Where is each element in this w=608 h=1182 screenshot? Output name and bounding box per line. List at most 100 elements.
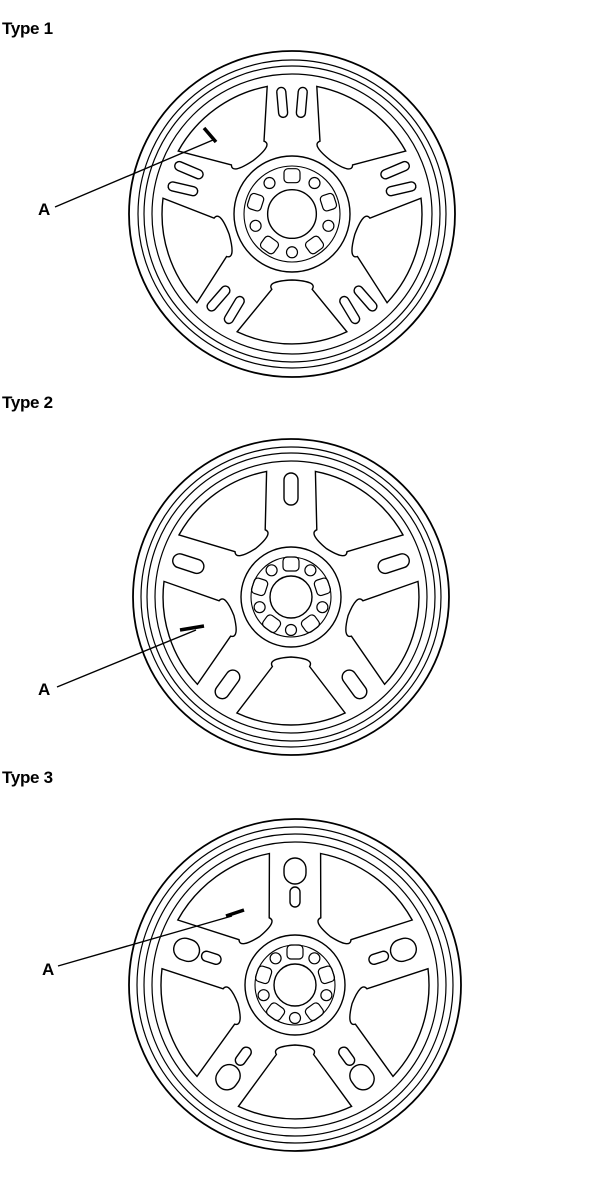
wheel-1-center-bore bbox=[268, 190, 317, 239]
wheel-3-rim-ring bbox=[137, 827, 453, 1143]
wheel-2-spoke-slot bbox=[339, 667, 369, 701]
wheel-3-hub-pocket bbox=[287, 945, 303, 959]
wheel-3-center-bore bbox=[274, 964, 316, 1006]
type-2-title: Type 2 bbox=[2, 393, 53, 412]
wheel-type-1-diagram bbox=[0, 0, 608, 392]
wheel-1-rim-ring bbox=[152, 74, 432, 354]
wheel-2-spoke-window bbox=[346, 581, 419, 684]
wheel-3-spoke-pocket bbox=[284, 858, 306, 884]
wheel-3-rim-ring bbox=[152, 842, 438, 1128]
wheel-3-rim-ring bbox=[129, 819, 461, 1151]
wheel-3-spoke-groove bbox=[233, 1045, 253, 1067]
wheel-1-spoke-window bbox=[317, 86, 406, 169]
wheel-2-lug-hole bbox=[286, 625, 297, 636]
wheel-1-hub-pocket bbox=[319, 192, 337, 212]
wheel-2-lug-hole bbox=[317, 602, 328, 613]
wheel-3-spoke-window bbox=[238, 1045, 351, 1119]
wheel-3-lug-hole bbox=[270, 953, 281, 964]
wheel-1-lug-hole bbox=[250, 220, 261, 231]
wheel-2-hub-pocket bbox=[283, 557, 299, 571]
wheel-3-spoke-pocket bbox=[211, 1060, 244, 1094]
wheel-2-spoke-window bbox=[179, 471, 268, 555]
wheel-3-spoke-window bbox=[178, 854, 272, 944]
wheel-3-hub-pocket bbox=[265, 1001, 286, 1022]
wheel-2-lug-hole bbox=[254, 602, 265, 613]
wheel-1-hub-inner-ring bbox=[244, 166, 340, 262]
wheel-1-spoke-window bbox=[352, 198, 422, 303]
wheel-2-spoke-slot bbox=[212, 667, 242, 701]
wheel-2-rim-ring bbox=[147, 453, 435, 741]
wheel-2-spoke-slot bbox=[284, 473, 298, 505]
wheel-3-spoke-pocket bbox=[345, 1060, 378, 1094]
type-3-title: Type 3 bbox=[2, 768, 53, 787]
wheel-1-spoke-window bbox=[178, 86, 267, 169]
wheel-2-spoke-slot bbox=[171, 552, 206, 575]
callout-a-type-2: A bbox=[38, 680, 51, 699]
wheel-2-rim-ring bbox=[155, 461, 427, 733]
wheel-3-hub-pocket bbox=[317, 965, 335, 985]
wheel-3-spoke-window bbox=[318, 854, 412, 944]
wheel-3-hub-ring bbox=[245, 935, 345, 1035]
wheel-1-spoke-slot bbox=[205, 284, 231, 313]
wheel-1-hub-ring bbox=[234, 156, 350, 272]
wheel-3-marking-a bbox=[226, 910, 244, 916]
wheel-1-lug-hole bbox=[309, 178, 320, 189]
wheel-3-spoke-groove bbox=[368, 950, 390, 966]
wheel-3-spoke-window bbox=[350, 969, 429, 1077]
wheel-1-rim-ring bbox=[129, 51, 455, 377]
wheel-1-spoke-slot bbox=[385, 181, 416, 197]
wheel-3-spoke-pocket bbox=[388, 935, 420, 964]
wheel-type-2-diagram bbox=[0, 392, 608, 770]
wheel-2-rim-ring bbox=[141, 447, 441, 747]
wheel-2-spoke-slot bbox=[376, 552, 411, 575]
wheel-2-hub-ring bbox=[241, 547, 341, 647]
wheel-1-rim-ring bbox=[138, 60, 446, 368]
wheel-3-lug-hole bbox=[309, 953, 320, 964]
wheel-1-spoke-window bbox=[237, 280, 347, 344]
wheel-1-spoke-slot bbox=[380, 160, 411, 180]
wheel-2-lug-hole bbox=[266, 565, 277, 576]
wheel-3-hub-pocket bbox=[304, 1001, 325, 1022]
wheel-2-hub-pocket bbox=[250, 577, 268, 597]
wheel-3-lug-hole bbox=[290, 1013, 301, 1024]
wheel-3-lug-hole bbox=[258, 990, 269, 1001]
wheel-3-rim-ring bbox=[144, 834, 446, 1136]
wheel-1-hub-pocket bbox=[304, 235, 325, 256]
wheel-1-hub-pocket bbox=[259, 235, 280, 256]
wheel-2-callout-leader-line bbox=[57, 630, 196, 687]
wheel-1-spoke-slot bbox=[173, 160, 204, 180]
wheel-2-hub-pocket bbox=[300, 613, 321, 634]
wheel-1-spoke-slot bbox=[223, 295, 246, 325]
wheel-1-callout-leader-line bbox=[55, 140, 213, 207]
wheel-2-hub-pocket bbox=[313, 577, 331, 597]
wheel-1-lug-hole bbox=[323, 220, 334, 231]
wheel-3-spoke-groove bbox=[290, 887, 300, 907]
wheel-1-lug-hole bbox=[264, 178, 275, 189]
wheel-2-rim-ring bbox=[133, 439, 449, 755]
wheel-1-spoke-slot bbox=[167, 181, 198, 197]
wheel-2-lug-hole bbox=[305, 565, 316, 576]
wheel-2-spoke-window bbox=[163, 581, 236, 684]
wheel-3-spoke-groove bbox=[337, 1045, 357, 1067]
wheel-2-hub-pocket bbox=[261, 613, 282, 634]
wheel-1-marking-a bbox=[204, 128, 216, 142]
wheel-1-hub-pocket bbox=[246, 192, 264, 212]
wheel-3-spoke-pocket bbox=[171, 935, 203, 964]
wheel-1-spoke-window bbox=[162, 198, 232, 303]
wheel-3-spoke-window bbox=[161, 969, 240, 1077]
wheel-1-spoke-slot bbox=[338, 295, 361, 325]
wheel-2-spoke-window bbox=[314, 471, 403, 555]
wheel-2-spoke-window bbox=[237, 657, 345, 725]
wheel-1-spoke-slot bbox=[296, 87, 308, 118]
wheel-2-center-bore bbox=[270, 576, 312, 618]
type-1-title: Type 1 bbox=[2, 19, 53, 38]
wheel-2-marking-a bbox=[180, 626, 204, 630]
wheel-type-3-diagram bbox=[0, 770, 608, 1182]
callout-a-type-1: A bbox=[38, 200, 51, 219]
wheel-1-hub-pocket bbox=[284, 169, 300, 183]
wheel-1-spoke-slot bbox=[276, 87, 288, 118]
wheel-3-hub-pocket bbox=[254, 965, 272, 985]
wheel-1-spoke-slot bbox=[352, 284, 378, 313]
wheel-3-spoke-groove bbox=[200, 950, 222, 966]
callout-a-type-3: A bbox=[42, 960, 55, 979]
